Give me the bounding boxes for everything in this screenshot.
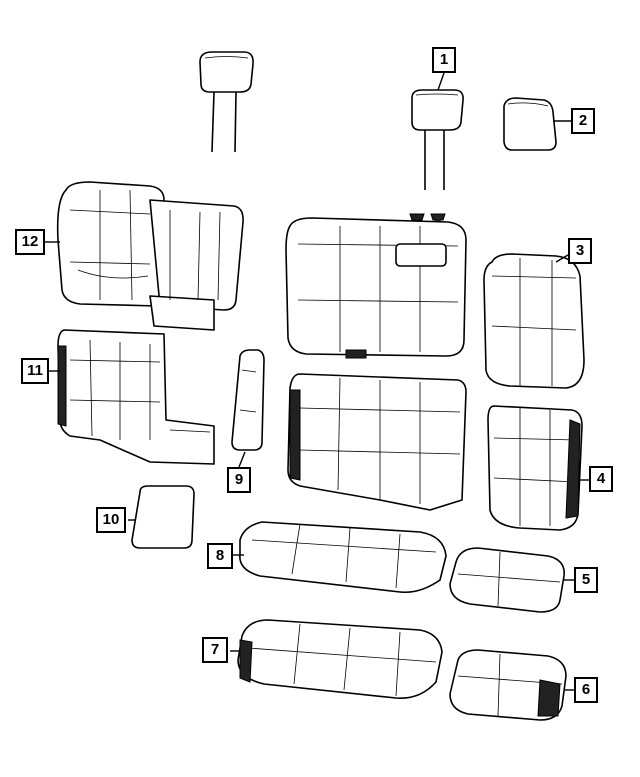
headrest-1[interactable] bbox=[411, 89, 464, 190]
callout-5[interactable]: 5 bbox=[574, 567, 598, 593]
frame-4[interactable] bbox=[487, 405, 583, 531]
frame-11[interactable] bbox=[57, 329, 215, 465]
callout-2[interactable]: 2 bbox=[571, 108, 595, 134]
seatback-3[interactable] bbox=[483, 253, 585, 389]
leader-lines bbox=[45, 72, 589, 691]
headrest-left[interactable] bbox=[199, 51, 254, 153]
headrest-2[interactable] bbox=[503, 97, 557, 151]
callout-6[interactable]: 6 bbox=[574, 677, 598, 703]
callout-10[interactable]: 10 bbox=[96, 507, 126, 533]
callout-1[interactable]: 1 bbox=[432, 47, 456, 73]
callout-3[interactable]: 3 bbox=[568, 238, 592, 264]
callout-12[interactable]: 12 bbox=[15, 229, 45, 255]
cushion-foam-6[interactable] bbox=[449, 649, 567, 721]
callout-11[interactable]: 11 bbox=[21, 358, 49, 384]
cushion-8[interactable] bbox=[239, 521, 447, 594]
seatback-12[interactable] bbox=[56, 181, 244, 331]
frame-center[interactable] bbox=[287, 373, 467, 511]
callout-4[interactable]: 4 bbox=[589, 466, 613, 492]
cushion-foam-7[interactable] bbox=[237, 619, 443, 699]
pad-10[interactable] bbox=[131, 485, 195, 549]
cushion-5[interactable] bbox=[449, 547, 565, 613]
seatback-center[interactable] bbox=[285, 217, 467, 359]
callout-7[interactable]: 7 bbox=[202, 637, 228, 663]
panel-9[interactable] bbox=[231, 349, 265, 451]
callout-8[interactable]: 8 bbox=[207, 543, 233, 569]
callout-9[interactable]: 9 bbox=[227, 467, 251, 493]
